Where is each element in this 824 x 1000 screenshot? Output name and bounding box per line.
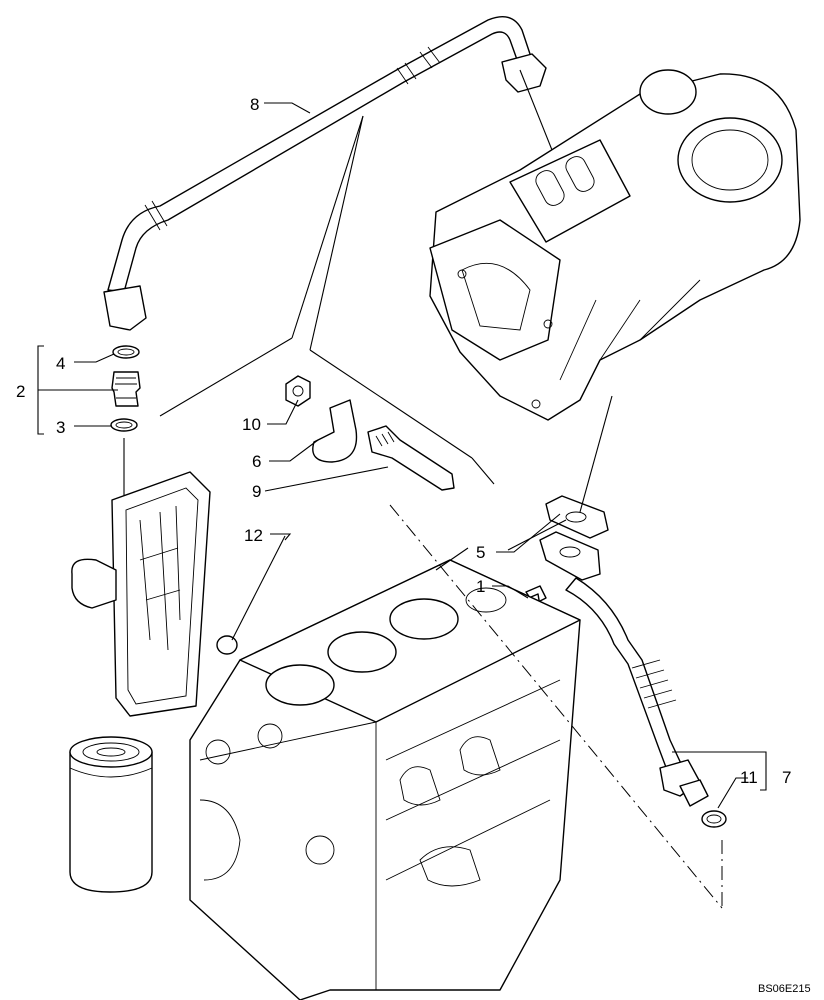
- callout-labels: 8 4 2 3 10 6 9 12 5 1 11 7: [16, 95, 791, 787]
- oil-feed-pipe: [103, 16, 547, 331]
- pipe-clip-and-bolt: [285, 375, 455, 491]
- callout-2: 2: [16, 382, 25, 401]
- leader-lines: [159, 69, 723, 910]
- drawing-code: BS06E215: [758, 983, 811, 995]
- union-fitting-assembly: [110, 345, 141, 506]
- callout-5: 5: [476, 543, 485, 562]
- callout-leaders: [37, 102, 767, 809]
- callout-8: 8: [250, 95, 259, 114]
- callout-6: 6: [252, 452, 261, 471]
- callout-3: 3: [56, 418, 65, 437]
- oil-filter-cartridge: [69, 736, 153, 893]
- engine-block: [189, 559, 581, 1000]
- callout-11: 11: [740, 768, 758, 787]
- plug: [216, 635, 238, 655]
- callout-10: 10: [242, 415, 261, 434]
- callout-4: 4: [56, 354, 65, 373]
- callout-9: 9: [252, 482, 261, 501]
- turbocharger: [429, 69, 801, 421]
- callout-12: 12: [244, 526, 263, 545]
- oil-drain-pipe: [539, 531, 727, 828]
- callout-1: 1: [476, 577, 485, 596]
- gasket: [545, 495, 609, 539]
- oil-filter-head-plate: [71, 471, 211, 717]
- callout-7: 7: [782, 768, 791, 787]
